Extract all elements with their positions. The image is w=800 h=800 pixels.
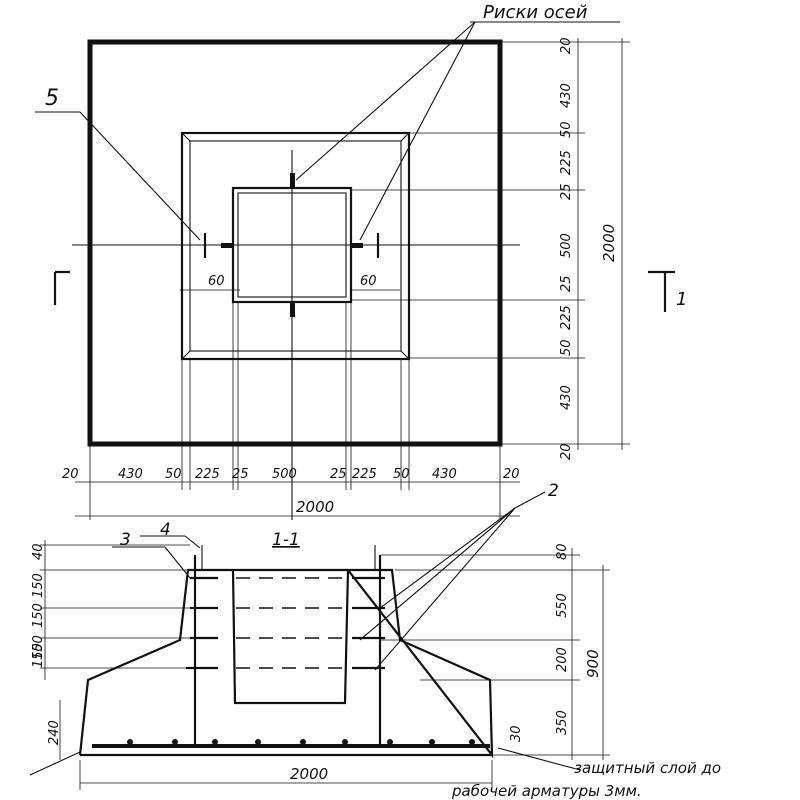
axis-mark-bottom (290, 302, 295, 317)
callout-3: 3 (120, 530, 131, 550)
dim-b-1: 430 (118, 467, 143, 482)
dim-b-total: 2000 (296, 498, 334, 516)
dim-r-8: 50 (559, 339, 574, 356)
dim-b-7: 225 (352, 467, 377, 482)
dim-sl-2: 150 (31, 603, 46, 628)
dim-cover: 30 (509, 725, 524, 742)
cut-mark-left (53, 270, 70, 305)
cut-mark-right (648, 270, 675, 312)
callout-4: 4 (160, 520, 171, 540)
dim-r-2: 50 (559, 121, 574, 138)
dim-b-3: 225 (195, 467, 220, 482)
dim-r-3: 225 (559, 150, 574, 175)
axis-mark-top (290, 173, 295, 188)
section-outline (78, 568, 494, 759)
section-view (29, 491, 610, 790)
axis-marks-label: Риски осей (483, 2, 588, 23)
dim-sl-4: 150 (31, 643, 46, 668)
plan-view (35, 21, 675, 520)
dim-sl-1: 150 (31, 573, 46, 598)
dim-sl-0: 40 (31, 543, 46, 560)
dim-sr-total: 900 (584, 649, 602, 678)
dim-r-total: 2000 (600, 224, 618, 262)
plan-middle-step (180, 131, 411, 361)
dim-r-5: 500 (559, 233, 574, 258)
dim-r-0: 20 (559, 37, 574, 54)
offset-right-60: 60 (360, 274, 377, 289)
dim-b-9: 430 (432, 467, 457, 482)
dim-sr-2: 200 (555, 647, 570, 672)
dim-r-10: 20 (559, 443, 574, 460)
cover-note-line1: защитный слой до (574, 759, 721, 777)
dim-b-10: 20 (503, 467, 520, 482)
dim-r-1: 430 (559, 83, 574, 108)
section-left-dimensions: 40 150 150 150 150 240 (31, 543, 62, 745)
dim-r-7: 225 (559, 305, 574, 330)
dim-b-4: 25 (232, 467, 249, 482)
dim-sl-bottom: 240 (47, 720, 62, 745)
cover-note-line2: рабочей арматуры 3мм. (451, 782, 642, 800)
section-bottom-total: 2000 (290, 765, 328, 783)
dim-sr-3: 350 (555, 710, 570, 735)
callout-5: 5 (45, 86, 59, 111)
section-title: 1-1 (272, 530, 300, 550)
offset-left-60: 60 (208, 274, 225, 289)
dim-b-5: 500 (272, 467, 297, 482)
dim-sr-1: 550 (555, 593, 570, 618)
dim-r-6: 25 (559, 275, 574, 292)
cut-mark-right-label: 1 (676, 289, 687, 310)
dim-b-2: 50 (165, 467, 182, 482)
section-right-dimensions: 80 550 200 350 900 30 (509, 543, 602, 742)
dim-b-6: 25 (330, 467, 347, 482)
dim-sr-0: 80 (555, 543, 570, 560)
dim-r-4: 25 (559, 183, 574, 200)
dim-b-0: 20 (62, 467, 79, 482)
dim-sl-3: 150 (31, 635, 46, 660)
axis-mark-left (221, 243, 233, 248)
callout-2: 2 (548, 481, 559, 501)
axis-mark-right (351, 243, 363, 248)
plan-outer-slab (87, 39, 503, 447)
dim-b-8: 50 (393, 467, 410, 482)
plan-bottom-dimensions: 20 430 50 225 25 500 25 225 50 430 20 20… (62, 467, 520, 516)
plan-right-dimensions: 20 430 50 225 25 500 25 225 50 430 20 20… (559, 37, 618, 460)
dim-r-9: 430 (559, 385, 574, 410)
